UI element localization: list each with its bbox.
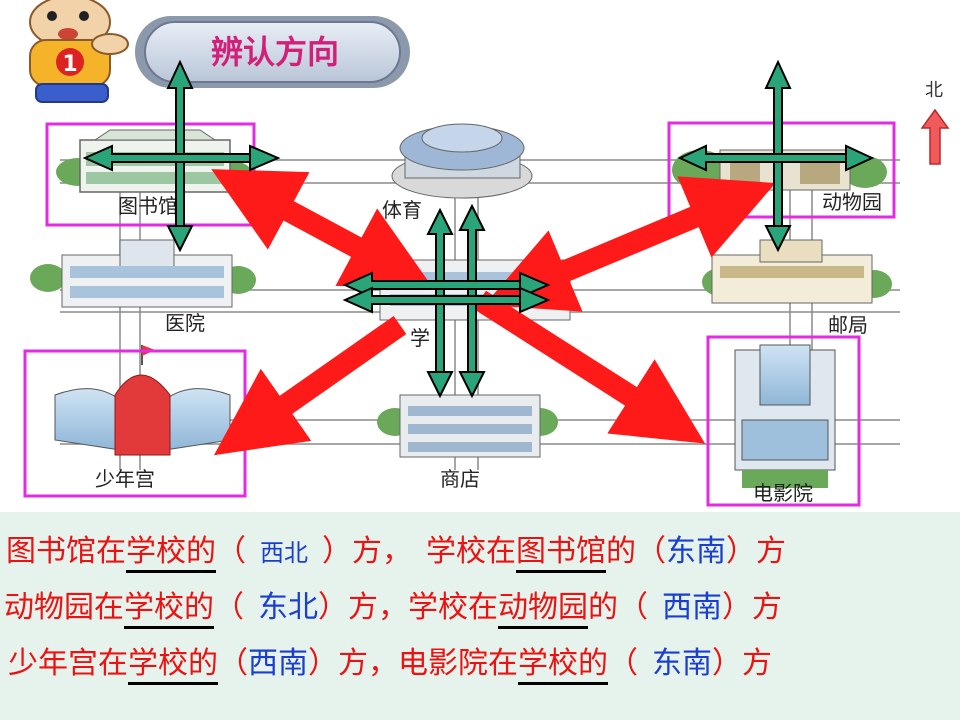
- zoo-label: 动物园: [822, 190, 882, 214]
- cinema-frame: [706, 335, 861, 507]
- stadium-building: [391, 123, 533, 199]
- sentence-3-b-subject: 电影院在: [398, 646, 518, 681]
- shop-building: [377, 394, 558, 458]
- post-office-building: [702, 239, 892, 304]
- sentence-2-a-answer: 东北: [258, 590, 318, 625]
- page-title: 辨认方向: [211, 33, 339, 71]
- sentence-1-a-subject: 图书馆在: [6, 534, 126, 569]
- sentence-1-b-close: ）方: [726, 534, 786, 569]
- school-compass-cross: [342, 203, 551, 399]
- sentence-3-a-subject: 少年宫在: [8, 646, 128, 681]
- cinema-building: [734, 344, 836, 488]
- sentence-3-b-ref: 学校的: [518, 646, 608, 681]
- sentence-3-b-answer: 东南: [652, 646, 712, 681]
- sentence-1-b-mid: 的（: [606, 534, 666, 569]
- sentence-3-a-ref: 学校的: [128, 646, 218, 681]
- stadium-label: 体育: [382, 198, 422, 222]
- sentence-3-a-answer: 西南: [248, 646, 308, 681]
- sentence-1-a-open: （: [216, 534, 246, 569]
- sentence-3-a-close: ）方，: [308, 646, 398, 681]
- sentence-line-2: 动物园在学校的（ 东北）方，学校在动物园的（ 西南）方: [4, 582, 960, 636]
- sentence-1-b-ref: 图书馆: [516, 534, 606, 569]
- hospital-building: [30, 239, 256, 308]
- sentence-line-1: 图书馆在学校的（ 西北 ）方， 学校在图书馆的（东南）方: [6, 526, 960, 580]
- sentence-2-a-open: （: [214, 590, 244, 625]
- sentence-2-a-close: ）方，: [318, 590, 408, 625]
- sentence-3-b-mid: （: [608, 646, 638, 681]
- youth-palace-building: [54, 345, 231, 456]
- sentence-2-a-ref: 学校的: [124, 590, 214, 625]
- post-office-label: 邮局: [828, 313, 868, 337]
- green-compass-crosses: [82, 59, 875, 399]
- sentence-1-b-subject: 学校在: [426, 534, 516, 569]
- sentence-2-b-mid: 的（: [588, 590, 648, 625]
- sentence-2-b-subject: 学校在: [408, 590, 498, 625]
- red-direction-arrows: [211, 169, 776, 456]
- arrow-school-zoo: [484, 176, 776, 312]
- shop-label: 商店: [440, 467, 480, 491]
- zoo-compass-cross: [677, 59, 875, 253]
- sentence-2-b-close: ）方: [722, 590, 782, 625]
- mascot-number: 1: [62, 52, 77, 77]
- school-label: 学: [410, 326, 430, 350]
- arrow-school-cinema: [474, 290, 706, 444]
- library-compass-cross: [82, 59, 281, 253]
- mascot-character: [29, 0, 129, 103]
- question-panel: 图书馆在学校的（西北）方，学校在图书馆的（东南）方 动物园在学校的（东北）方，学…: [0, 512, 960, 720]
- sentence-2-b-answer: 西南: [662, 590, 722, 625]
- north-label: 北: [925, 80, 943, 101]
- title-plate: [135, 16, 410, 88]
- library-label: 图书馆: [118, 194, 178, 218]
- sentence-1-b-answer: 东南: [666, 534, 726, 569]
- sentence-line-3: 少年宫在学校的（西南）方，电影院在学校的（东南）方: [8, 638, 960, 692]
- arrow-school-youth-palace: [213, 315, 407, 456]
- cinema-label: 电影院: [753, 481, 813, 505]
- arrow-school-library: [211, 169, 434, 289]
- north-arrow-icon: [920, 108, 950, 165]
- sentence-3-b-close: ）方: [712, 646, 772, 681]
- hospital-label: 医院: [165, 311, 205, 335]
- sentence-2-a-subject: 动物园在: [4, 590, 124, 625]
- sentence-2-b-ref: 动物园: [498, 590, 588, 625]
- youth-palace-label: 少年宫: [95, 467, 155, 491]
- sentence-1-a-close: ）方，: [322, 534, 412, 569]
- sentence-1-a-ref: 学校的: [126, 534, 216, 569]
- sentence-3-a-open: （: [218, 646, 248, 681]
- sentence-1-a-answer: 西北: [260, 539, 308, 567]
